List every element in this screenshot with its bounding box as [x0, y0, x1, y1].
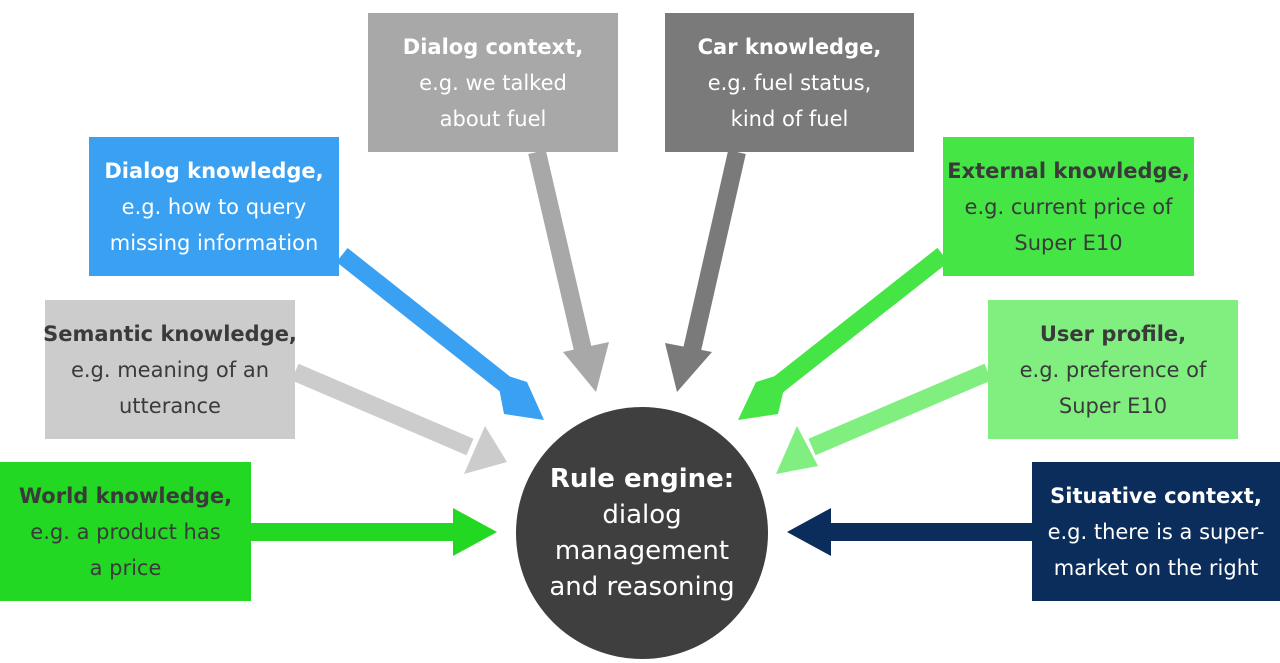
- rule-engine-line-1: dialog: [602, 500, 682, 530]
- rule-engine-circle: Rule engine: dialog management and reaso…: [516, 407, 768, 659]
- semantic-knowledge-line-1: e.g. meaning of an: [70, 357, 270, 382]
- user-profile-line-1: e.g. preference of: [1019, 357, 1207, 382]
- external-knowledge-title: External knowledge,: [947, 158, 1190, 183]
- world-knowledge-box: World knowledge, e.g. a product has a pr…: [0, 462, 251, 601]
- car-knowledge-line-1: e.g. fuel status,: [707, 70, 872, 95]
- dialog-knowledge-line-1: e.g. how to query: [121, 194, 307, 219]
- user-profile-line-2: Super E10: [1058, 393, 1168, 418]
- arrow-external-knowledge: [738, 247, 949, 420]
- dialog-context-box: Dialog context, e.g. we talked about fue…: [368, 13, 618, 152]
- world-knowledge-line-1: e.g. a product has: [30, 519, 221, 544]
- external-knowledge-box: External knowledge, e.g. current price o…: [943, 137, 1194, 276]
- arrow-semantic-knowledge: [291, 363, 507, 474]
- arrow-world-knowledge: [251, 508, 497, 556]
- situative-context-line-1: e.g. there is a super-: [1047, 519, 1265, 544]
- semantic-knowledge-title: Semantic knowledge,: [43, 321, 297, 346]
- car-knowledge-box: Car knowledge, e.g. fuel status, kind of…: [665, 13, 914, 152]
- dialog-context-title: Dialog context,: [402, 34, 584, 59]
- arrow-situative-context: [787, 508, 1032, 556]
- situative-context-line-2: market on the right: [1053, 555, 1259, 580]
- user-profile-title: User profile,: [1039, 321, 1187, 346]
- rule-engine-title: Rule engine:: [549, 464, 735, 494]
- arrow-car-knowledge: [665, 150, 746, 392]
- user-profile-box: User profile, e.g. preference of Super E…: [988, 300, 1238, 439]
- situative-context-box: Situative context, e.g. there is a super…: [1032, 462, 1280, 601]
- dialog-knowledge-title: Dialog knowledge,: [104, 158, 324, 183]
- semantic-knowledge-line-2: utterance: [119, 393, 221, 418]
- arrow-user-profile: [776, 363, 992, 474]
- dialog-knowledge-line-2: missing information: [109, 230, 319, 255]
- rule-engine-line-3: and reasoning: [549, 572, 735, 602]
- car-knowledge-line-2: kind of fuel: [730, 106, 849, 131]
- rule-engine-line-2: management: [554, 536, 730, 566]
- world-knowledge-title: World knowledge,: [18, 483, 233, 508]
- arrow-dialog-knowledge: [336, 247, 544, 420]
- arrow-dialog-context: [528, 149, 609, 392]
- car-knowledge-title: Car knowledge,: [697, 34, 882, 59]
- semantic-knowledge-box: Semantic knowledge, e.g. meaning of an u…: [43, 300, 297, 439]
- world-knowledge-line-2: a price: [89, 555, 162, 580]
- dialog-knowledge-box: Dialog knowledge, e.g. how to query miss…: [89, 137, 339, 276]
- external-knowledge-line-2: Super E10: [1014, 230, 1123, 255]
- situative-context-title: Situative context,: [1050, 483, 1262, 508]
- dialog-context-line-2: about fuel: [439, 106, 547, 131]
- external-knowledge-line-1: e.g. current price of: [964, 194, 1173, 219]
- dialog-context-line-1: e.g. we talked: [419, 70, 567, 95]
